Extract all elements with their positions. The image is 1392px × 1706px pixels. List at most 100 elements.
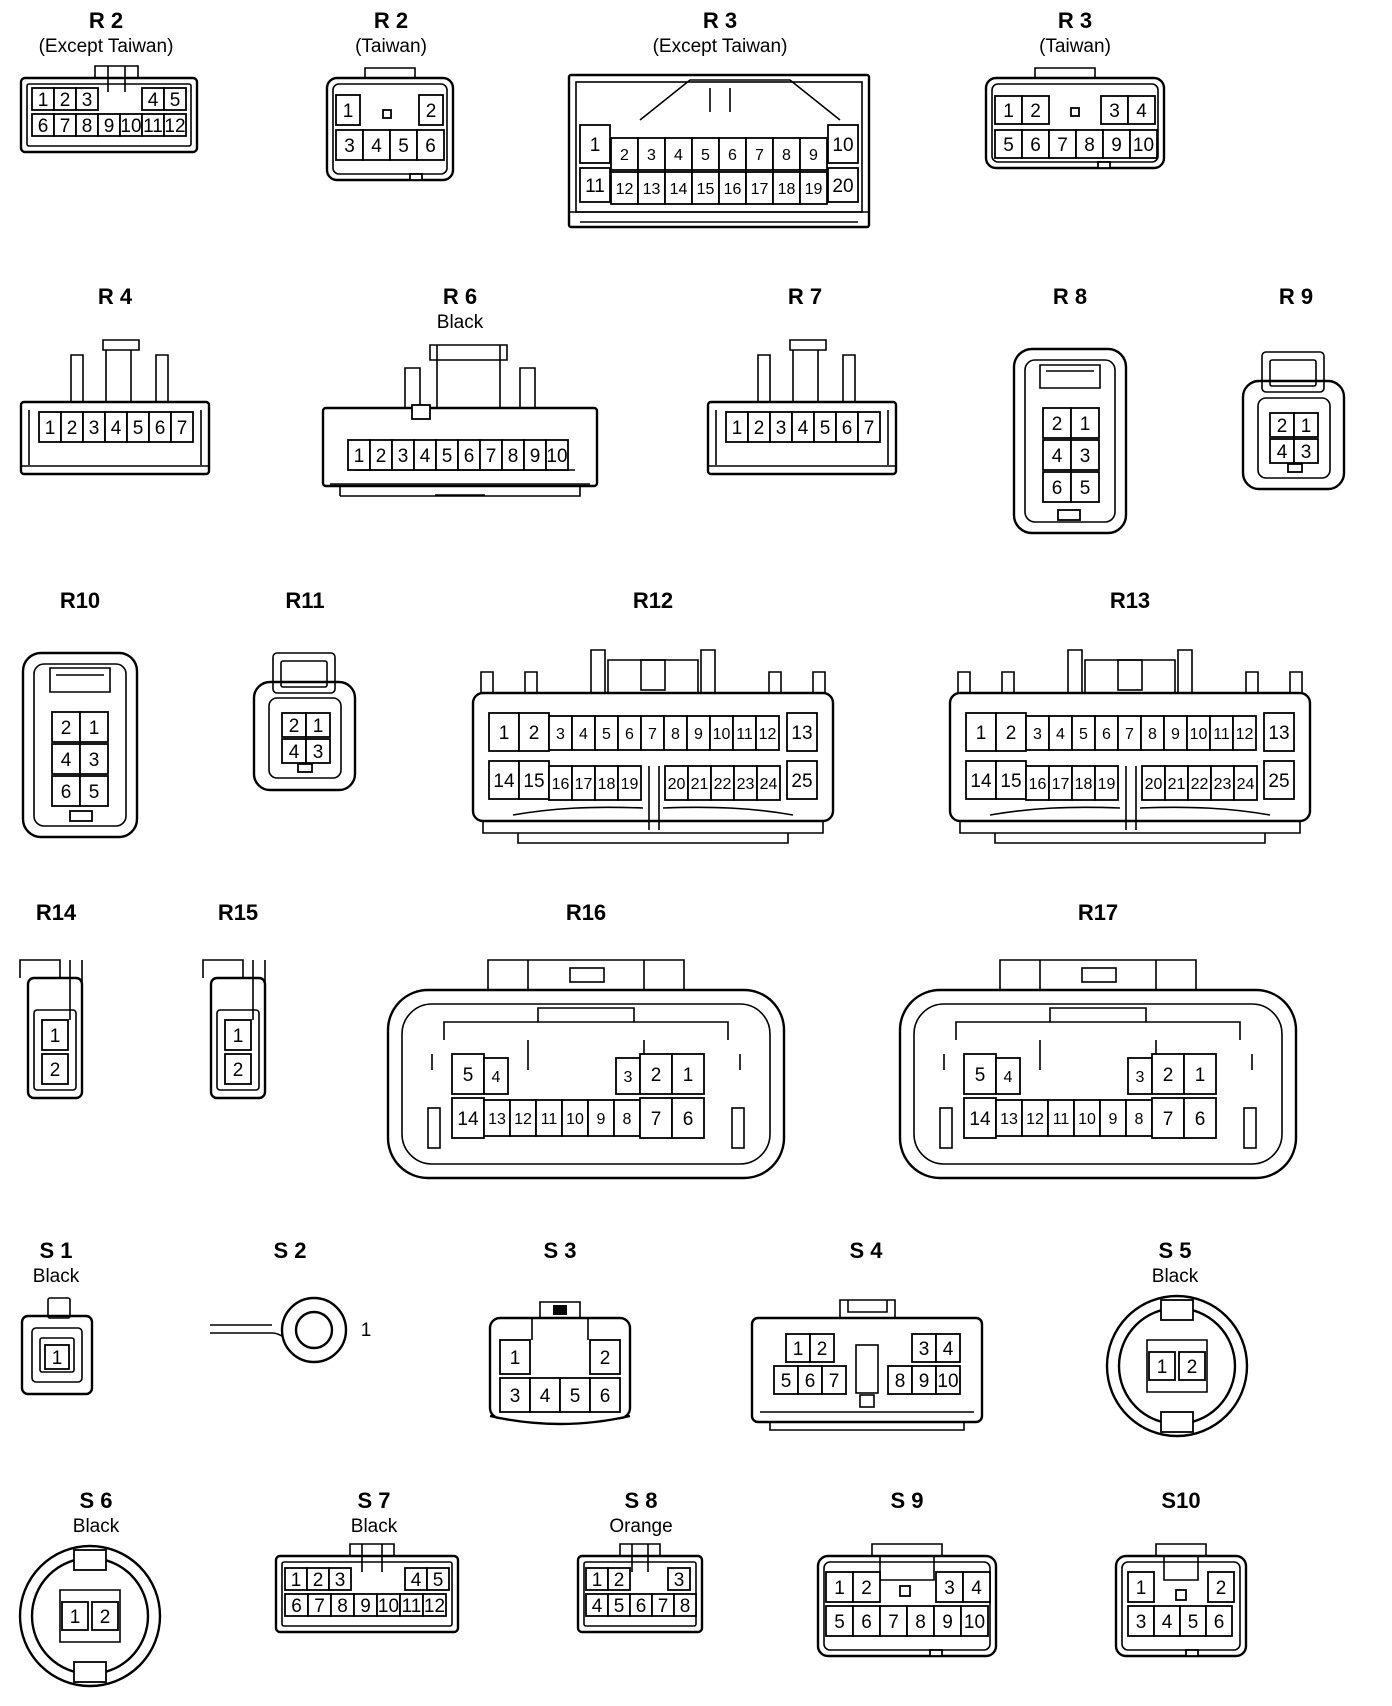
pin-number: 2 [376, 446, 387, 467]
lock-tab [859, 1394, 875, 1408]
pin-number: 11 [736, 726, 753, 743]
pin-number: 10 [713, 726, 731, 743]
lock-tab [553, 1305, 567, 1315]
pin-number: 14 [457, 1109, 479, 1130]
housing-detail [364, 67, 416, 78]
pin-number: 5 [398, 136, 409, 157]
pin-number: 4 [1277, 442, 1288, 463]
pin-number: 4 [579, 726, 588, 743]
pin-cell [1263, 760, 1295, 800]
housing-detail [489, 1414, 631, 1426]
connector-label: R14 [36, 900, 77, 925]
pin-cell [797, 1365, 823, 1395]
pin-cell [451, 1097, 485, 1139]
housing-detail [1084, 659, 1176, 693]
pin-number: 6 [38, 116, 49, 137]
lock-tab [1185, 1649, 1199, 1657]
pin-number: 2 [61, 718, 72, 739]
connector-s9-title: S 9 [890, 1488, 923, 1513]
pin-cell [451, 1053, 485, 1095]
pin-number: 3 [1301, 442, 1312, 463]
connector-label: R 7 [788, 284, 822, 309]
housing-detail [480, 671, 826, 693]
housing-detail [639, 79, 841, 121]
pin-number: 10 [1078, 1111, 1096, 1128]
connector-subtitle: Black [73, 1516, 120, 1537]
pin-number: 9 [1111, 135, 1122, 156]
housing-detail [1034, 67, 1096, 78]
pin-number: 12 [759, 726, 777, 743]
housing-ring-inner [30, 1556, 150, 1676]
pin-number: 7 [651, 1109, 662, 1130]
pin-cell [418, 94, 444, 126]
pin-number: 16 [552, 776, 570, 793]
connector-r10-title: R10 [60, 588, 100, 613]
pin-cell [827, 124, 859, 164]
pin-number: 11 [541, 1111, 558, 1128]
pin-cell [786, 760, 818, 800]
pin-cell [1263, 712, 1295, 752]
pin-cell [1232, 715, 1257, 751]
lock-tab [1057, 509, 1081, 521]
pin-number: 2 [426, 101, 437, 122]
pin-cell [887, 1365, 913, 1395]
pin-number: 4 [1004, 1069, 1013, 1086]
pin-cell [1153, 1605, 1181, 1637]
pin-number: 5 [463, 1065, 474, 1086]
connector-subtitle: Black [351, 1516, 398, 1537]
connector-label: S 3 [543, 1238, 576, 1263]
pin-number: 3 [944, 1578, 955, 1599]
pin-cell [963, 1053, 997, 1095]
lock-tab [297, 763, 313, 773]
connector-housing-outline [401, 1003, 771, 1165]
pin-cell [639, 1053, 673, 1095]
pin-number: 4 [674, 147, 683, 164]
housing-detail [404, 367, 536, 408]
pin-cell [1183, 1053, 1217, 1095]
pin-cell [579, 124, 611, 164]
pin-number: 1 [50, 1026, 61, 1047]
connector-label: R13 [1110, 588, 1150, 613]
pin-number: 3 [398, 446, 409, 467]
housing-detail [531, 1301, 589, 1340]
pin-cell [1070, 439, 1100, 471]
pin-number: 9 [1109, 1111, 1118, 1128]
housing-detail [349, 1543, 395, 1572]
pin-cell [671, 1053, 705, 1095]
pin-cell [518, 760, 550, 800]
pin-number: 1 [683, 1065, 694, 1086]
pin-cell [587, 1099, 615, 1137]
pin-number: 1 [52, 1348, 63, 1369]
pin-number: 6 [600, 1386, 611, 1407]
pin-number: 4 [798, 418, 809, 439]
pin-cell [756, 765, 781, 801]
pin-number: 9 [919, 1371, 930, 1392]
pin-number: 8 [671, 726, 680, 743]
pin-number: 5 [570, 1386, 581, 1407]
pin-cell [960, 1605, 989, 1637]
connector-housing-outline [386, 988, 786, 1180]
connector-label: R 2 [89, 8, 123, 33]
lock-tab [409, 173, 423, 181]
connector-subtitle: (Taiwan) [1039, 36, 1111, 57]
pin-cell [935, 1571, 964, 1603]
pin-cell [335, 94, 361, 126]
connector-r3b-title: R 3(Taiwan) [1039, 8, 1111, 57]
connector-label: S 7 [357, 1488, 390, 1513]
connector-label: S10 [1161, 1488, 1200, 1513]
pin-number: 7 [864, 418, 875, 439]
pin-number: 5 [701, 147, 710, 164]
housing-detail [512, 806, 794, 816]
housing-detail [59, 1589, 121, 1643]
pin-number: 12 [424, 1596, 445, 1617]
pin-number: 5 [1080, 478, 1091, 499]
connector-label: R11 [285, 588, 324, 613]
pin-number: 6 [683, 1109, 694, 1130]
housing-detail [102, 339, 140, 402]
pin-cell [786, 712, 818, 752]
housing-detail [989, 806, 1271, 816]
pin-cell [545, 439, 569, 471]
pin-number: 6 [842, 418, 853, 439]
